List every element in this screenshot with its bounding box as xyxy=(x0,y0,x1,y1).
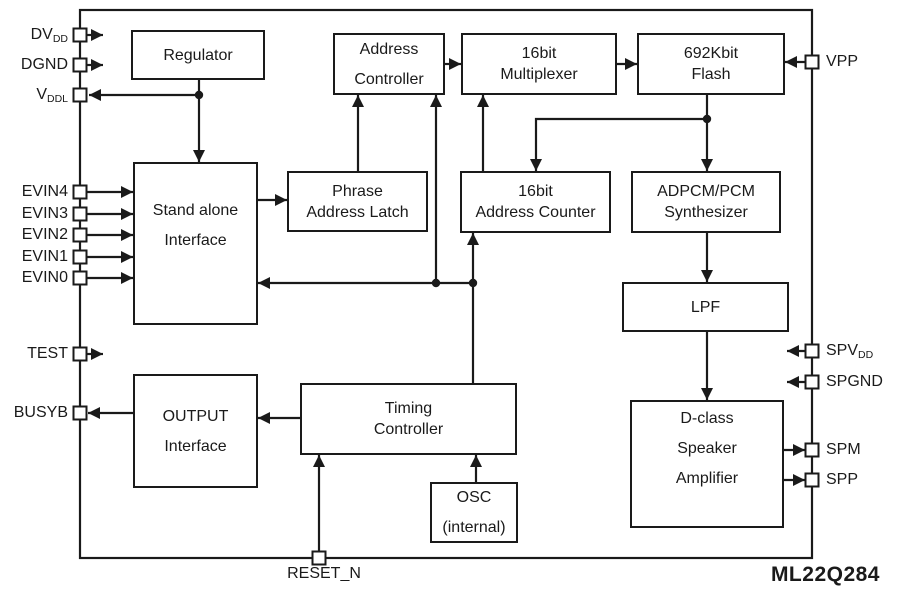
pin-dgnd xyxy=(72,57,88,73)
pin-test xyxy=(72,346,88,362)
pin-reset-n xyxy=(311,550,327,566)
pin-label-busyb: BUSYB xyxy=(13,404,68,421)
pin-label-dgnd: DGND xyxy=(20,56,68,73)
pin-label-spgnd: SPGND xyxy=(826,373,883,390)
block-regulator: Regulator xyxy=(131,30,265,80)
block-16bit-address-counter: 16bit Address Counter xyxy=(460,171,611,233)
pin-label-evin3: EVIN3 xyxy=(21,205,68,222)
pin-spvdd xyxy=(804,343,820,359)
pin-label-evin2: EVIN2 xyxy=(21,226,68,243)
block-692kbit-flash: 692Kbit Flash xyxy=(637,33,785,95)
chip-part-number: ML22Q284 xyxy=(770,563,880,586)
pin-evin4 xyxy=(72,184,88,200)
pin-evin2 xyxy=(72,227,88,243)
block-16bit-multiplexer: 16bit Multiplexer xyxy=(461,33,617,95)
pin-dvdd xyxy=(72,27,88,43)
pin-label-spp: SPP xyxy=(826,471,859,488)
pin-label-vpp: VPP xyxy=(826,53,859,70)
pin-evin3 xyxy=(72,206,88,222)
block-timing-controller: Timing Controller xyxy=(300,383,517,455)
pin-vpp xyxy=(804,54,820,70)
wire-timing-standalone xyxy=(258,276,475,383)
pin-label-test: TEST xyxy=(27,345,68,362)
pin-busyb xyxy=(72,405,88,421)
block-lpf: LPF xyxy=(622,282,789,332)
pin-label-evin4: EVIN4 xyxy=(21,183,68,200)
junction-dot xyxy=(468,278,478,288)
block-standalone-interface: Stand alone Interface xyxy=(133,162,258,325)
pin-label-vddl: VDDL xyxy=(36,86,68,105)
pin-label-spm: SPM xyxy=(826,441,861,458)
block-adpcm-pcm-synthesizer: ADPCM/PCM Synthesizer xyxy=(631,171,781,233)
block-output-interface: OUTPUT Interface xyxy=(133,374,258,488)
pin-spgnd xyxy=(804,374,820,390)
pin-spp xyxy=(804,472,820,488)
pin-label-evin0: EVIN0 xyxy=(21,269,68,286)
pin-label-spvdd: SPVDD xyxy=(826,342,874,361)
block-dclass-speaker-amplifier: D-class Speaker Amplifier xyxy=(630,400,784,528)
pin-vddl xyxy=(72,87,88,103)
pin-evin0 xyxy=(72,270,88,286)
junction-dot xyxy=(431,278,441,288)
wire-flash-counter xyxy=(529,117,707,171)
block-address-controller: Address Controller xyxy=(333,33,445,95)
pin-evin1 xyxy=(72,249,88,265)
block-phrase-address-latch: Phrase Address Latch xyxy=(287,171,428,232)
junction-dot xyxy=(194,90,204,100)
pin-label-evin1: EVIN1 xyxy=(21,248,68,265)
pin-label-reset-n: RESET_N xyxy=(287,565,361,582)
block-osc-internal: OSC (internal) xyxy=(430,482,518,543)
pin-label-dvdd: DVDD xyxy=(30,26,68,45)
pin-spm xyxy=(804,442,820,458)
junction-dot xyxy=(702,114,712,124)
